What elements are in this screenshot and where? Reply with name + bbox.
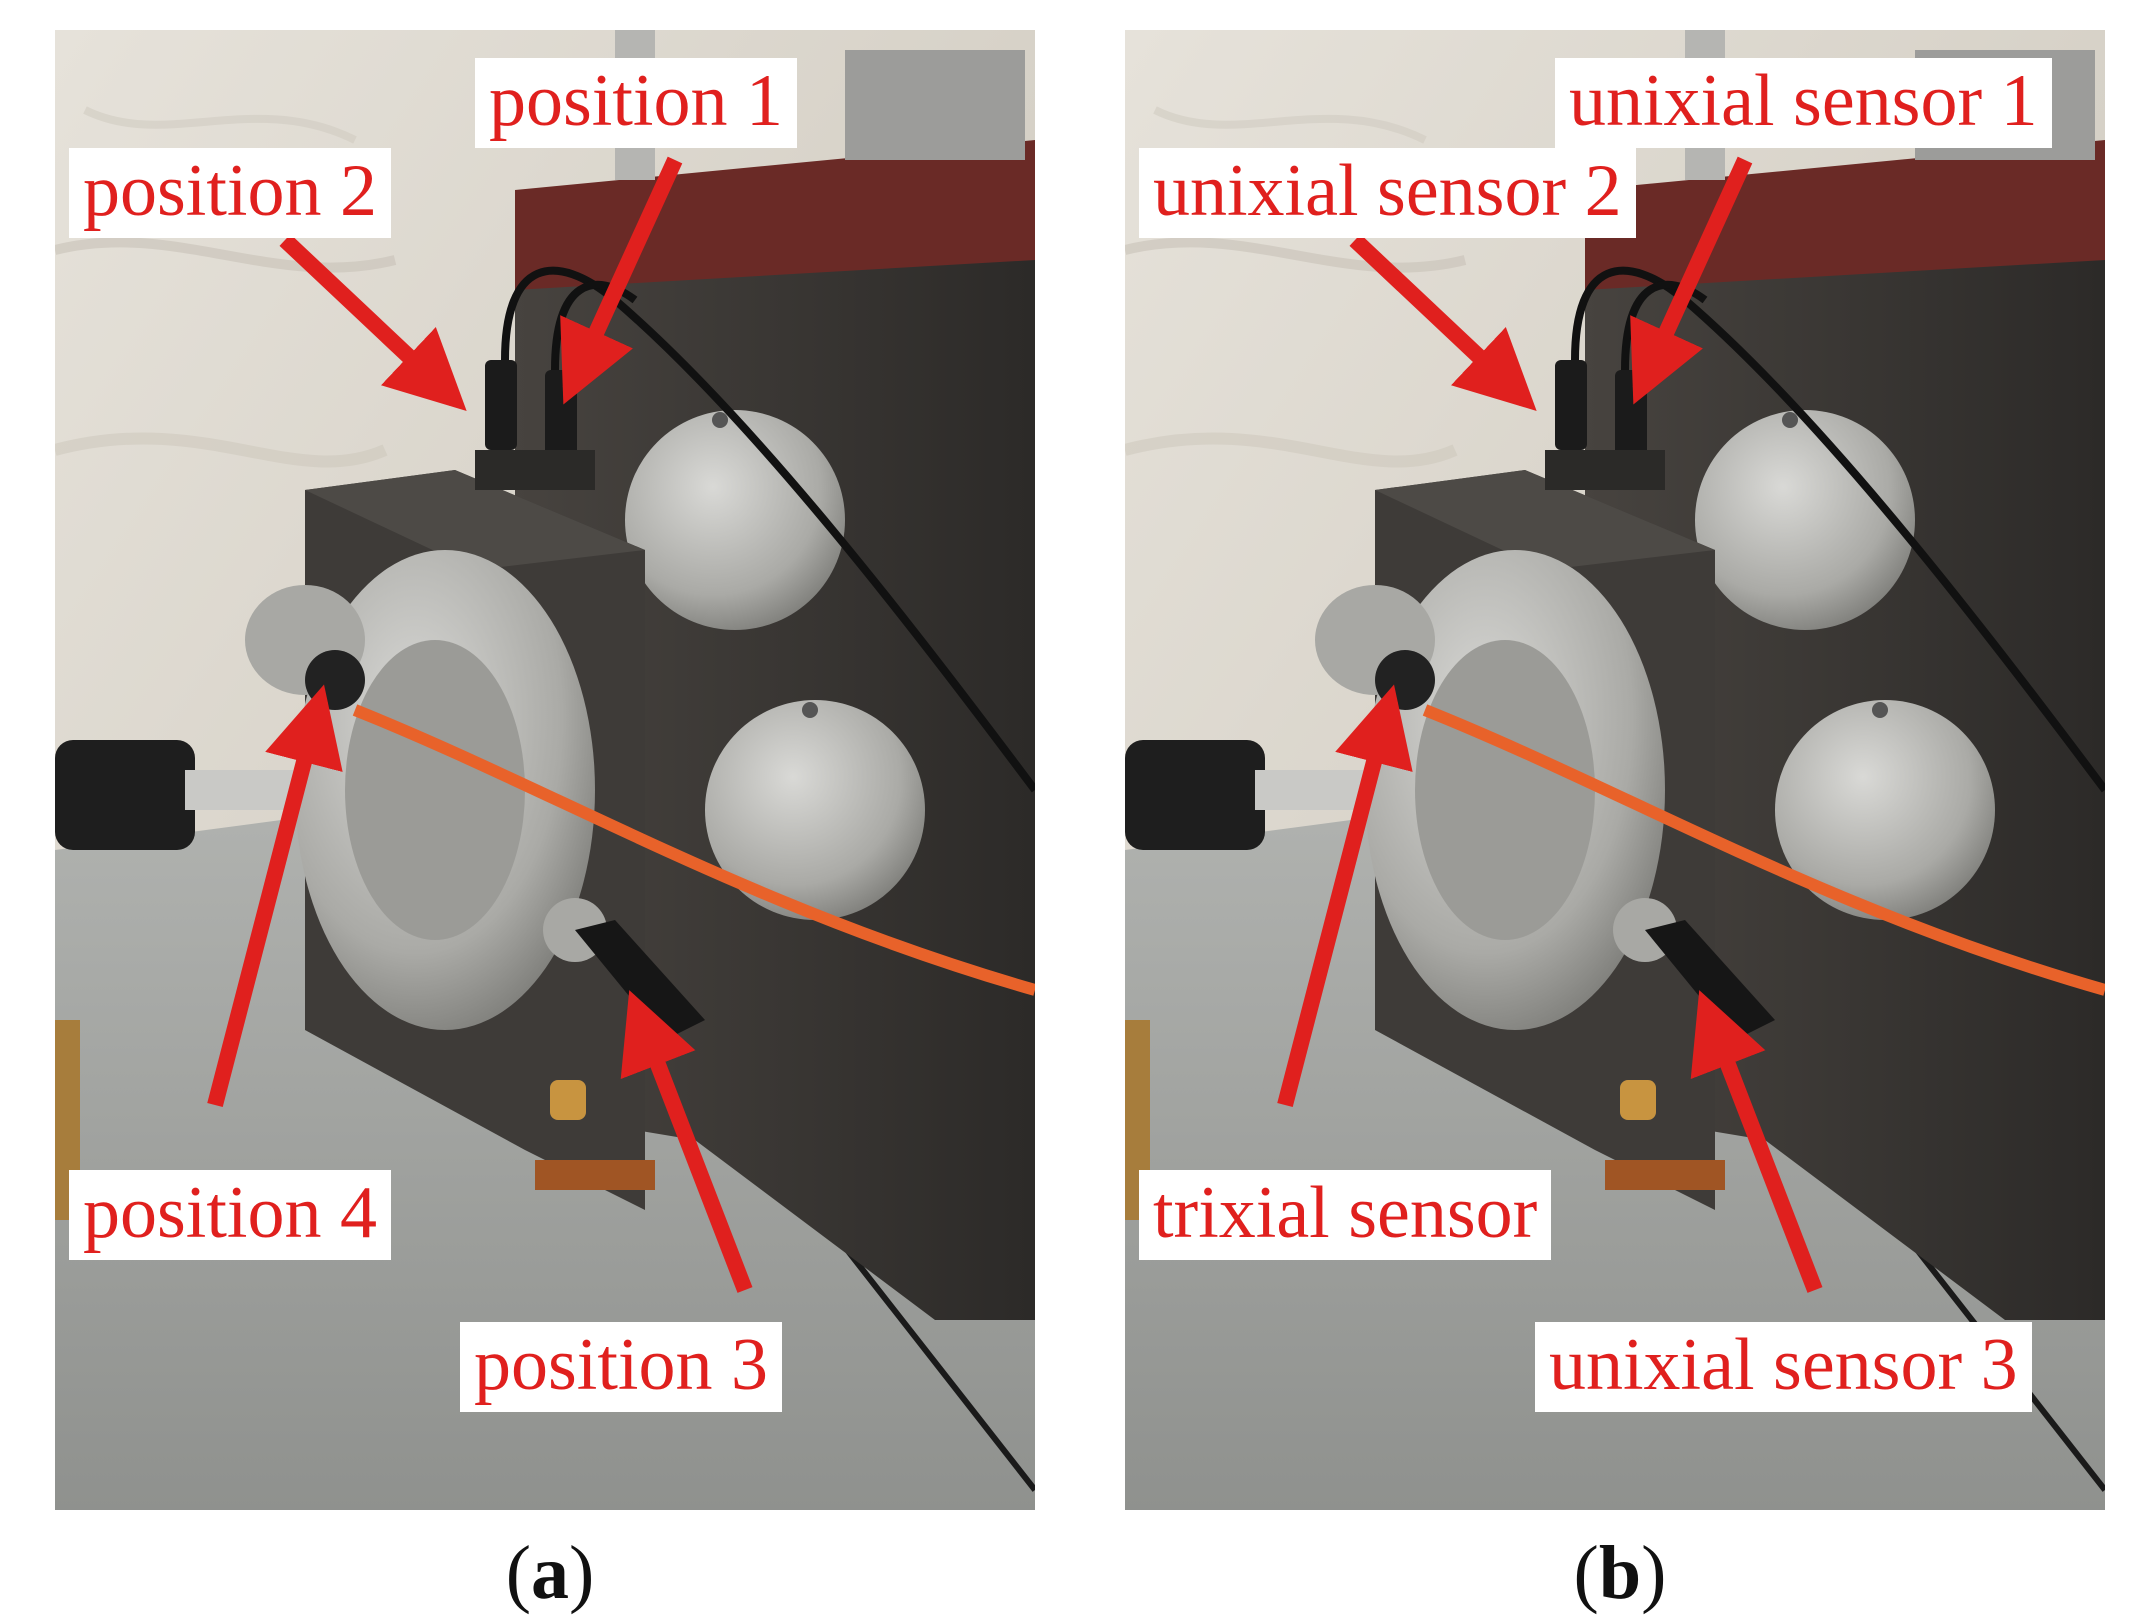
arrow-top-right bbox=[1630, 156, 1753, 405]
arrow-bottom-right bbox=[620, 990, 753, 1293]
label-bottom-right: position 3 bbox=[460, 1322, 782, 1412]
label-top-right: unixial sensor 1 bbox=[1555, 58, 2052, 148]
photo-panel-a: position 1 position 2 position 4 positio… bbox=[55, 30, 1035, 1510]
label-bottom-right: unixial sensor 3 bbox=[1535, 1322, 2032, 1412]
caption-a: (a) bbox=[505, 1531, 595, 1615]
label-top-right: position 1 bbox=[475, 58, 797, 148]
arrow-top-right bbox=[560, 156, 683, 405]
arrow-bottom-right bbox=[1690, 990, 1823, 1293]
label-bottom-left: position 4 bbox=[69, 1170, 391, 1260]
test-rig-photo-a bbox=[55, 30, 1035, 1510]
label-top-left: unixial sensor 2 bbox=[1139, 148, 1636, 238]
caption-b: (b) bbox=[1573, 1531, 1667, 1615]
arrow-bottom-left bbox=[207, 684, 343, 1108]
label-top-left: position 2 bbox=[69, 148, 391, 238]
arrow-top-left bbox=[279, 234, 467, 411]
photo-panel-b: unixial sensor 1 unixial sensor 2 trixia… bbox=[1125, 30, 2105, 1510]
arrow-bottom-left bbox=[1277, 684, 1413, 1108]
test-rig-photo-b bbox=[1125, 30, 2105, 1510]
label-bottom-left: trixial sensor bbox=[1139, 1170, 1552, 1260]
arrow-top-left bbox=[1349, 234, 1537, 411]
